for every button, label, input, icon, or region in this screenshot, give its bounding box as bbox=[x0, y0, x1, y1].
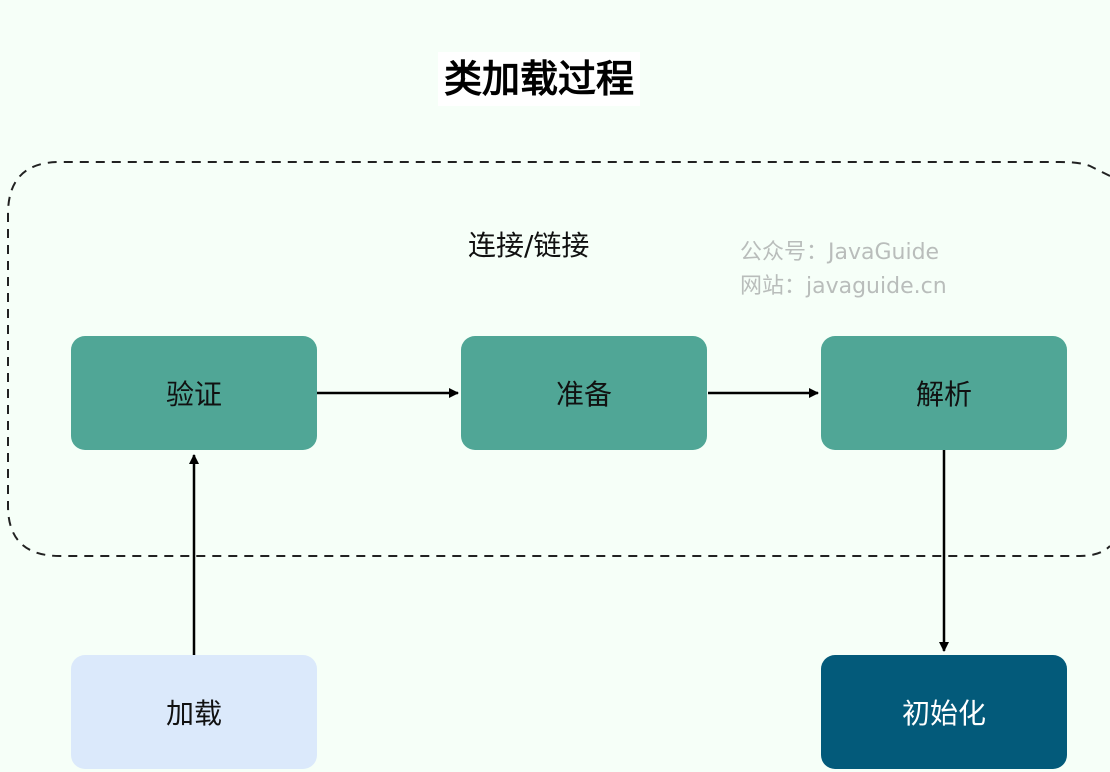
diagram-title: 类加载过程 bbox=[438, 52, 640, 106]
watermark: 公众号：JavaGuide 网站：javaguide.cn bbox=[740, 236, 947, 304]
node-resolve-label: 解析 bbox=[916, 373, 972, 413]
linking-group-label: 连接/链接 bbox=[468, 226, 589, 266]
node-verify: 验证 bbox=[71, 336, 317, 450]
node-prepare-label: 准备 bbox=[556, 373, 612, 413]
watermark-line-website: 网站：javaguide.cn bbox=[740, 270, 947, 304]
node-load: 加载 bbox=[71, 655, 317, 769]
node-load-label: 加载 bbox=[166, 692, 222, 732]
node-verify-label: 验证 bbox=[166, 373, 222, 413]
watermark-line-wechat: 公众号：JavaGuide bbox=[740, 236, 947, 270]
node-init: 初始化 bbox=[821, 655, 1067, 769]
node-init-label: 初始化 bbox=[902, 692, 986, 732]
node-prepare: 准备 bbox=[461, 336, 707, 450]
node-resolve: 解析 bbox=[821, 336, 1067, 450]
